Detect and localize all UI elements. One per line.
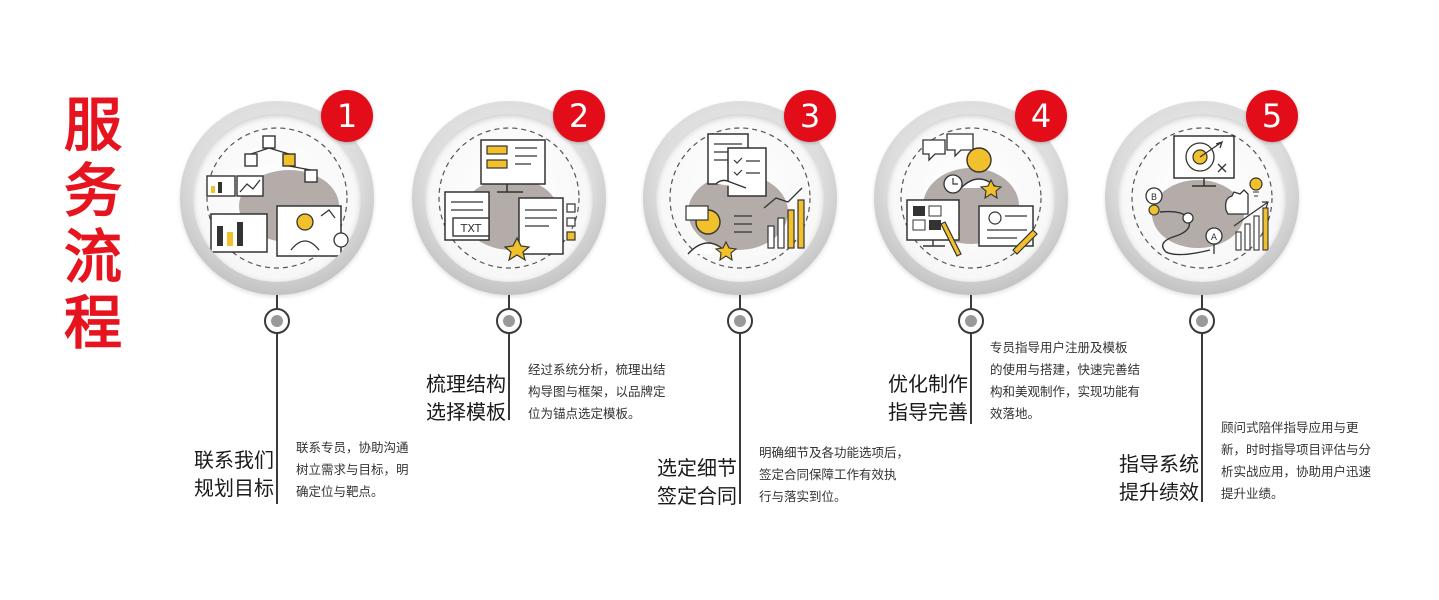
- connector-stem: [276, 295, 278, 308]
- step-description: 顾问式陪伴指导应用与更 新，时时指导项目评估与分 析实战应用，协助用户迅速 提升…: [1221, 417, 1373, 505]
- step-desc-line: 专员指导用户注册及模板: [990, 340, 1128, 355]
- svg-text:TXT: TXT: [460, 222, 482, 235]
- step-description: 联系专员，协助沟通 树立需求与目标，明 确定位与靶点。: [296, 437, 448, 503]
- step-title-line: 指导完善: [888, 400, 968, 424]
- step-title-line: 选择模板: [426, 400, 506, 424]
- step-desc-line: 明确细节及各功能选项后，: [759, 445, 910, 460]
- step-number-badge: 5: [1246, 90, 1298, 142]
- connector-stem: [739, 295, 741, 308]
- svg-text:B: B: [1151, 193, 1157, 203]
- step-2: TXT 2 梳理结构 选择模板 经过系统分析，梳理出结 构导图与框架，以品牌定 …: [412, 0, 666, 600]
- timeline-line: [276, 334, 278, 504]
- step-title: 指导系统 提升绩效: [1059, 450, 1199, 506]
- step-title: 联系我们 规划目标: [134, 446, 274, 502]
- step-desc-line: 效落地。: [990, 406, 1041, 421]
- step-desc-line: 顾问式陪伴指导应用与更: [1221, 420, 1359, 435]
- main-title-char: 务: [63, 157, 122, 225]
- step-desc-line: 行与落实到位。: [759, 489, 847, 504]
- timeline-node: [496, 308, 522, 334]
- timeline-line: [739, 334, 741, 504]
- main-title-char: 流: [63, 223, 122, 291]
- step-3: 3 选定细节 签定合同 明确细节及各功能选项后， 签定合同保障工作有效执 行与落…: [643, 0, 909, 600]
- step-circle: B A: [1105, 101, 1299, 295]
- step-title: 梳理结构 选择模板: [366, 370, 506, 426]
- timeline-node: [264, 308, 290, 334]
- connector-stem: [508, 295, 510, 308]
- contract-checklist-icon: [669, 127, 811, 269]
- step-illustration: [656, 114, 824, 282]
- step-description: 明确细节及各功能选项后， 签定合同保障工作有效执 行与落实到位。: [759, 442, 911, 508]
- timeline-node: [958, 308, 984, 334]
- step-title-line: 梳理结构: [426, 372, 506, 396]
- step-title-line: 指导系统: [1119, 452, 1199, 476]
- timeline-line: [1201, 334, 1203, 502]
- step-title-line: 选定细节: [657, 456, 737, 480]
- step-illustration: TXT: [425, 114, 593, 282]
- svg-text:A: A: [1211, 233, 1218, 243]
- step-title: 选定细节 签定合同: [597, 454, 737, 510]
- step-5: B A 5: [1105, 0, 1371, 600]
- step-title-line: 联系我们: [194, 448, 274, 472]
- step-desc-line: 新，时时指导项目评估与分: [1221, 442, 1372, 457]
- step-desc-line: 构导图与框架，以品牌定: [528, 384, 666, 399]
- step-desc-line: 联系专员，协助沟通: [296, 440, 409, 455]
- main-title-char: 服: [63, 91, 122, 159]
- main-title-char: 程: [63, 289, 122, 357]
- step-title-line: 提升绩效: [1119, 480, 1199, 504]
- step-number-badge: 1: [321, 90, 373, 142]
- timeline-node: [1189, 308, 1215, 334]
- step-desc-line: 的使用与搭建，快速完善结: [990, 362, 1141, 377]
- main-title: 服 务 流 程: [58, 92, 128, 356]
- step-title-line: 签定合同: [657, 484, 737, 508]
- step-illustration: [887, 114, 1055, 282]
- timeline-line: [970, 334, 972, 424]
- step-desc-line: 位为锚点选定模板。: [528, 406, 641, 421]
- performance-growth-icon: B A: [1131, 127, 1273, 269]
- step-title-line: 规划目标: [194, 476, 274, 500]
- step-illustration: B A: [1118, 114, 1286, 282]
- connector-stem: [1201, 295, 1203, 308]
- step-desc-line: 签定合同保障工作有效执: [759, 467, 897, 482]
- design-guidance-icon: [900, 127, 1042, 269]
- step-desc-line: 析实战应用，协助用户迅速: [1221, 464, 1372, 479]
- step-circle: [874, 101, 1068, 295]
- timeline-line: [508, 334, 510, 420]
- step-desc-line: 树立需求与目标，明: [296, 462, 409, 477]
- structure-template-icon: TXT: [438, 127, 580, 269]
- planning-flowchart-icon: [206, 127, 349, 269]
- step-1: 1 联系我们 规划目标 联系专员，协助沟通 树立需求与目标，明 确定位与靶点。: [180, 0, 420, 600]
- step-desc-line: 提升业绩。: [1221, 486, 1284, 501]
- timeline-node: [727, 308, 753, 334]
- connector-stem: [970, 295, 972, 308]
- step-description: 经过系统分析，梳理出结 构导图与框架，以品牌定 位为锚点选定模板。: [528, 359, 680, 425]
- step-title: 优化制作 指导完善: [828, 370, 968, 426]
- step-number-badge: 2: [553, 90, 605, 142]
- step-number-badge: 4: [1015, 90, 1067, 142]
- step-number-badge: 3: [784, 90, 836, 142]
- step-desc-line: 经过系统分析，梳理出结: [528, 362, 666, 377]
- step-illustration: [193, 114, 361, 282]
- step-title-line: 优化制作: [888, 372, 968, 396]
- step-description: 专员指导用户注册及模板 的使用与搭建，快速完善结 构和美观制作，实现功能有 效落…: [990, 337, 1142, 425]
- step-desc-line: 构和美观制作，实现功能有: [990, 384, 1141, 399]
- step-circle: TXT: [412, 101, 606, 295]
- step-4: 4 优化制作 指导完善 专员指导用户注册及模板 的使用与搭建，快速完善结 构和美…: [874, 0, 1140, 600]
- step-desc-line: 确定位与靶点。: [296, 484, 384, 499]
